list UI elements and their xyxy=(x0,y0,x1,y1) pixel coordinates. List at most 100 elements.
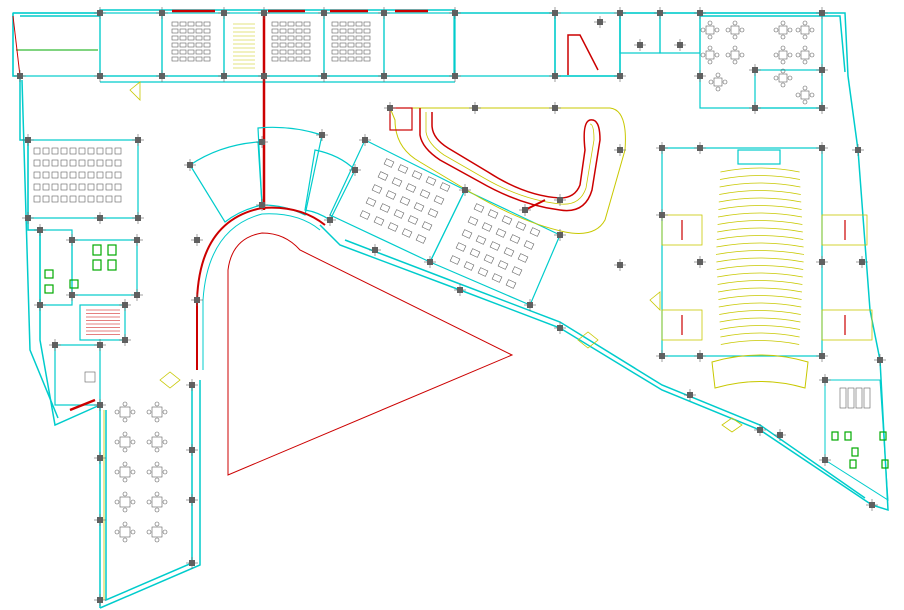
student-desk xyxy=(487,209,499,219)
desk xyxy=(195,56,203,62)
desk xyxy=(303,35,311,41)
lab-desk xyxy=(51,171,59,179)
desk xyxy=(287,28,295,34)
chair xyxy=(707,20,713,26)
lab-desk xyxy=(42,183,50,191)
chair xyxy=(795,27,801,33)
courtyard-inner-curve xyxy=(202,213,321,370)
desk xyxy=(271,21,279,27)
door-5 xyxy=(649,291,661,311)
desk xyxy=(287,35,295,41)
student-desk xyxy=(501,215,513,225)
student-desk xyxy=(473,203,485,213)
student-desk xyxy=(515,221,527,231)
desk xyxy=(279,21,287,27)
chair xyxy=(795,92,801,98)
stall xyxy=(847,387,855,409)
red-diagonal xyxy=(12,15,21,77)
seat-row xyxy=(717,287,803,293)
dining-table xyxy=(119,406,131,418)
seat-row xyxy=(717,280,803,285)
lab-desk xyxy=(96,171,104,179)
student-desk xyxy=(511,266,523,276)
desk xyxy=(355,35,363,41)
west-rooms xyxy=(27,139,139,406)
chair xyxy=(130,469,136,475)
west-wall-inner xyxy=(21,79,59,419)
desk xyxy=(271,35,279,41)
desk xyxy=(271,28,279,34)
desk xyxy=(271,42,279,48)
ne-stair-red xyxy=(567,34,599,75)
desk xyxy=(187,21,195,27)
desk xyxy=(355,49,363,55)
desk xyxy=(303,49,311,55)
seat-row xyxy=(720,332,800,338)
student-desk xyxy=(505,279,517,289)
lab-desk xyxy=(60,183,68,191)
desk xyxy=(187,49,195,55)
lab-desk xyxy=(51,147,59,155)
desk xyxy=(179,42,187,48)
chair xyxy=(714,27,720,33)
se-toilet-room xyxy=(824,379,889,501)
seat-row xyxy=(717,227,803,233)
chair xyxy=(780,68,786,74)
seat-row xyxy=(716,235,804,240)
lab-desk xyxy=(87,195,95,203)
chair xyxy=(130,439,136,445)
student-desk xyxy=(399,196,411,206)
desk xyxy=(279,42,287,48)
desk xyxy=(287,21,295,27)
desk xyxy=(331,42,339,48)
chair xyxy=(122,447,128,453)
chair xyxy=(787,27,793,33)
auditorium xyxy=(661,147,873,389)
desk xyxy=(279,56,287,62)
chair xyxy=(154,461,160,467)
desk xyxy=(179,28,187,34)
student-desk xyxy=(379,203,391,213)
lab-desk xyxy=(33,183,41,191)
lab-desk xyxy=(33,171,41,179)
lab-desk xyxy=(69,147,77,155)
dining-table xyxy=(119,496,131,508)
red-door-sw xyxy=(69,398,96,412)
chair xyxy=(707,45,713,51)
chair xyxy=(122,491,128,497)
desk xyxy=(355,21,363,27)
track-red-door xyxy=(524,199,546,211)
seat-row xyxy=(715,250,805,255)
se-wc-1 xyxy=(831,431,839,441)
desk xyxy=(287,56,295,62)
sw-wing-south-wall xyxy=(99,380,201,609)
auditorium-right-aisle-2 xyxy=(821,309,873,341)
track-outer-yellow xyxy=(389,107,626,234)
desk xyxy=(331,56,339,62)
desk xyxy=(339,28,347,34)
seat-row xyxy=(719,190,801,195)
cafe-table xyxy=(800,90,810,100)
desk xyxy=(195,28,203,34)
wc-1 xyxy=(92,244,102,256)
chair xyxy=(773,27,779,33)
student-desk xyxy=(481,222,493,232)
desk xyxy=(287,42,295,48)
seat-row xyxy=(719,317,801,323)
student-desk xyxy=(405,183,417,193)
seat-row xyxy=(717,212,803,218)
desk xyxy=(339,49,347,55)
lab-desk xyxy=(33,159,41,167)
central-classroom-desks xyxy=(359,158,541,289)
chair xyxy=(802,45,808,51)
chair xyxy=(780,82,786,88)
chair xyxy=(114,529,120,535)
student-desk xyxy=(415,234,427,244)
lab-desk xyxy=(96,159,104,167)
desk xyxy=(295,42,303,48)
desk xyxy=(363,21,371,27)
lab-desk xyxy=(105,195,113,203)
se-wc-2 xyxy=(844,431,852,441)
